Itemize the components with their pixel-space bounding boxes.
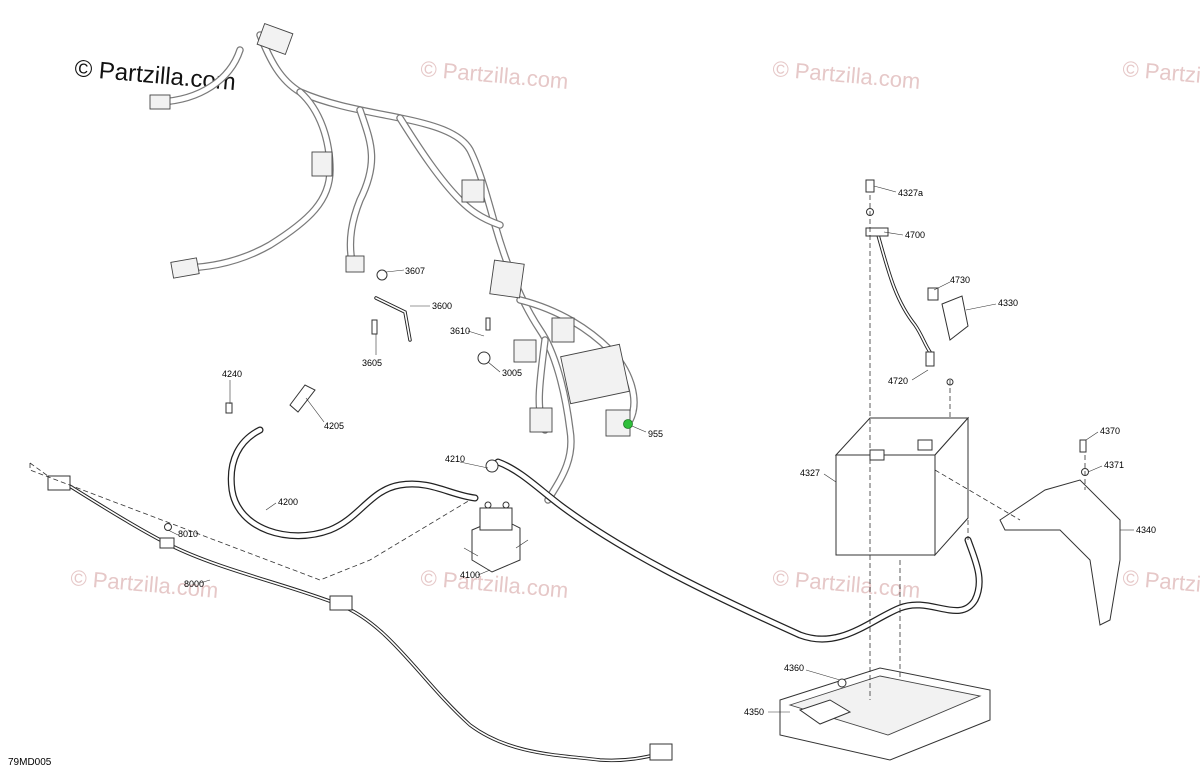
callout-4350: 4350	[744, 707, 764, 717]
callout-8010: 8010	[178, 529, 198, 539]
callout-4720: 4720	[888, 376, 908, 386]
callout-4240: 4240	[222, 369, 242, 379]
battery-cable	[485, 458, 983, 643]
nut-3607	[376, 269, 388, 281]
callout-4330: 4330	[998, 298, 1018, 308]
bolt-4240	[225, 402, 233, 414]
nut-3005	[477, 351, 491, 365]
boot-4205	[289, 384, 316, 413]
bracket-4340	[999, 439, 1121, 626]
screw-4360	[837, 678, 847, 688]
watermark: © Partzilla.com	[772, 565, 922, 603]
highlight-955	[623, 419, 633, 429]
callout-8000: 8000	[184, 579, 204, 589]
watermark: © Partzilla.com	[772, 56, 922, 94]
cable-4700	[865, 179, 969, 386]
callout-955: 955	[648, 429, 663, 439]
callout-4100: 4100	[460, 570, 480, 580]
watermark: © Partzilla.com	[1122, 56, 1200, 94]
main-wiring-harness	[149, 22, 638, 504]
cable-4200-assembly	[225, 384, 479, 540]
callout-labels: 3607 3600 3610 3605 3005 4240 4205 955 4…	[178, 188, 1156, 717]
watermark: © Partzilla.com	[1122, 565, 1200, 603]
callout-3605: 3605	[362, 358, 382, 368]
callout-3600: 3600	[432, 301, 452, 311]
callout-4200: 4200	[278, 497, 298, 507]
bolt-3605	[371, 319, 378, 335]
alignment-lines	[869, 195, 1086, 700]
solenoid-4100	[463, 501, 529, 573]
cap-4330	[941, 295, 969, 341]
diagram-code: 79MD005	[8, 757, 52, 768]
callout-3610: 3610	[450, 326, 470, 336]
watermark: © Partzilla.com	[420, 56, 570, 94]
callout-3005: 3005	[502, 368, 522, 378]
bolt-3610	[485, 317, 491, 331]
callout-4210: 4210	[445, 454, 465, 464]
wire-8000	[47, 475, 673, 763]
callout-4370: 4370	[1100, 426, 1120, 436]
callout-4700: 4700	[905, 230, 925, 240]
callout-4371: 4371	[1104, 460, 1124, 470]
callout-4327a: 4327a	[898, 188, 923, 198]
callout-3607: 3607	[405, 266, 425, 276]
ground-strap-3600	[371, 269, 491, 365]
bolt-4327a	[865, 179, 875, 193]
nut-4730	[927, 287, 939, 301]
callout-4205: 4205	[324, 421, 344, 431]
cap-4210	[485, 459, 499, 473]
tray-4350	[779, 667, 991, 761]
leader-lines	[167, 185, 1134, 713]
battery-4327	[834, 416, 970, 557]
fuse-8010	[164, 523, 172, 531]
callout-4360: 4360	[784, 663, 804, 673]
bolt-4370	[1079, 439, 1087, 453]
callout-4730: 4730	[950, 275, 970, 285]
callout-4340: 4340	[1136, 525, 1156, 535]
bolt-4720	[925, 351, 935, 367]
callout-4327: 4327	[800, 468, 820, 478]
